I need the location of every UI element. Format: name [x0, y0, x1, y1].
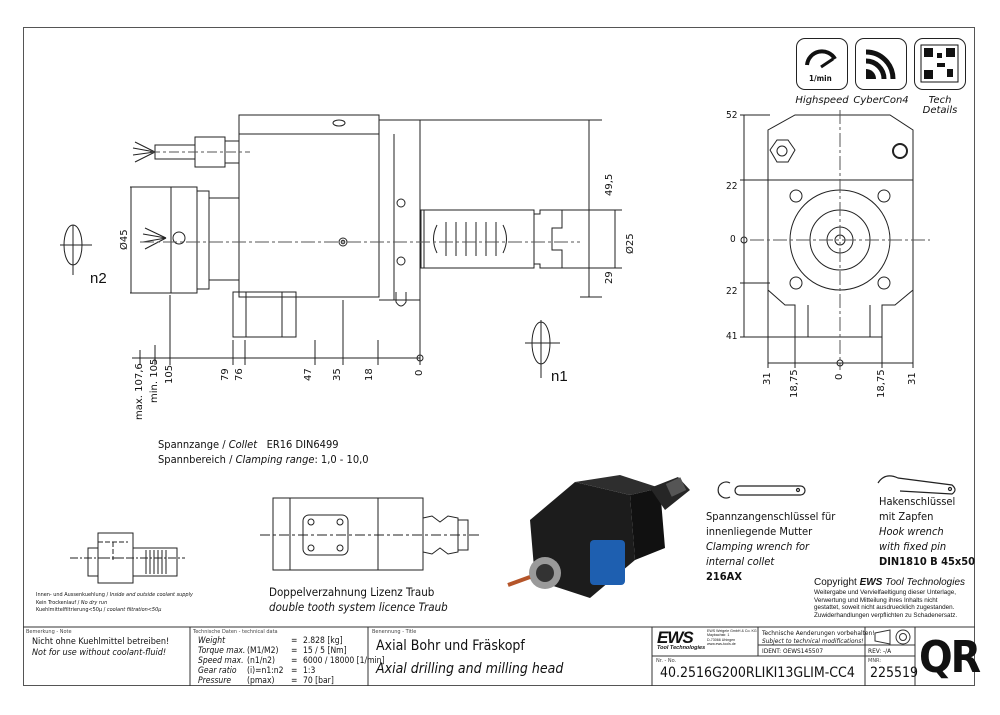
- hook-wrench: [877, 475, 956, 495]
- gear-teeth: [433, 222, 507, 256]
- note-label: Bemerkung - Note: [26, 629, 72, 635]
- front-view: [740, 110, 930, 370]
- speedometer-icon: [805, 49, 837, 69]
- axial-dim-47: 47: [303, 368, 314, 381]
- double-tooth-view: [260, 497, 480, 571]
- part-number: 40.2516G200RLIKI13GLIM-CC4: [660, 665, 855, 681]
- tech-row: Pressure(pmax)=70 [bar]: [198, 676, 334, 686]
- coolant-note: Innen- und Aussenkuehlung / Inside and o…: [36, 592, 193, 598]
- ident-value: IDENT: OEWS145507: [762, 647, 824, 655]
- dim-diameter-25: Ø25: [625, 233, 636, 254]
- qr-label: QR: [919, 632, 981, 683]
- clamping-wrench: [717, 481, 731, 499]
- axial-extension-lines: [139, 295, 421, 365]
- coolant-note: Kuehlmittelfiltrierung<50µ / coolant fil…: [36, 607, 162, 613]
- axial-dim-min: min. 105: [149, 358, 160, 403]
- coolant-notes: Innen- und Aussenkuehlung / Inside and o…: [36, 592, 193, 615]
- axial-dim-105: 105: [164, 364, 175, 384]
- mnr-label: MNR:: [868, 658, 882, 664]
- front-dim-0-h: 0: [834, 373, 845, 380]
- drawing-frame: [23, 27, 975, 686]
- tech-row: Weight=2.828 [kg]: [198, 636, 343, 646]
- tech-row: Gear ratio(i)=n1:n2=1:3: [198, 666, 316, 676]
- double-tooth-de: Doppelverzahnung Lizenz Traub: [269, 585, 435, 599]
- dim-diameter-45: Ø45: [119, 229, 130, 250]
- shank: [420, 209, 535, 269]
- collet-nut: [170, 186, 198, 294]
- rev-value: REV: -/A: [868, 647, 892, 655]
- title-de: Axial Bohr und Fräskopf: [376, 638, 525, 654]
- changes-de: Technische Aenderungen vorbehalten!: [762, 629, 875, 637]
- front-dim-22-bottom: 22: [726, 286, 738, 297]
- title-block-grid: [23, 626, 975, 686]
- company-sub: Tool Technologies: [657, 645, 706, 651]
- coolant-spray-front: [142, 227, 167, 250]
- changes-en: Subject to technical modifications!: [762, 637, 864, 645]
- details-label: Details: [922, 105, 958, 116]
- side-view: [60, 114, 622, 378]
- clamping-range-line: Spannbereich / Clamping range: 1,0 - 10,…: [158, 453, 369, 466]
- dim-29: 29: [604, 271, 615, 284]
- company-logo: EWS: [657, 628, 694, 647]
- axial-dim-max: max. 107,6: [134, 363, 145, 420]
- hook-wrench-part: DIN1810 B 45x50: [879, 555, 976, 568]
- title-en: Axial drilling and milling head: [376, 661, 564, 677]
- collet-line: Spannzange / Collet ER16 DIN6499: [158, 438, 339, 451]
- cybercon-badge[interactable]: [855, 38, 907, 90]
- part-number-label: Nr. - No.: [656, 658, 677, 664]
- double-tooth-en: double tooth system licence Traub: [269, 600, 448, 614]
- axial-dim-0: 0: [414, 369, 425, 376]
- tech-label: Tech: [928, 95, 952, 106]
- front-dim-31-right: 31: [907, 372, 918, 385]
- tech-data-label: Technische Daten - technical data: [193, 629, 278, 635]
- front-dim-31-left: 31: [762, 372, 773, 385]
- mnr-value: 225519: [870, 665, 919, 681]
- tech-row: Speed max.(n1/n2)=6000 / 18000 [1/min]: [198, 656, 385, 666]
- front-dim-41: 41: [726, 331, 738, 342]
- coolant-schematic: [70, 532, 185, 584]
- rotation-n1-label: n1: [551, 368, 568, 385]
- tech-details-badge[interactable]: [914, 38, 966, 90]
- tech-data-table: Weight=2.828 [kg] Torque max.(M1/M2)=15 …: [198, 636, 384, 686]
- axial-dim-35: 35: [332, 368, 343, 381]
- qr-code-icon: [920, 44, 959, 83]
- axial-dim-79: 79: [220, 368, 231, 381]
- wrench-icons: [717, 475, 956, 499]
- housing-body: [238, 114, 380, 298]
- rotation-n2-label: n2: [90, 270, 107, 287]
- note-de: Nicht ohne Kuehlmittel betreiben!: [32, 637, 170, 647]
- cybercon-plate: [590, 540, 625, 585]
- dim-49-5: 49,5: [604, 173, 615, 196]
- highspeed-badge[interactable]: 1/min: [796, 38, 848, 90]
- axial-dim-76: 76: [234, 368, 245, 381]
- front-dim-0: 0: [730, 234, 736, 245]
- copyright-title: Copyright EWS Tool Technologies: [814, 577, 966, 588]
- coolant-note: Kein Trockenlauf / No dry run: [36, 599, 108, 606]
- axial-dim-18: 18: [364, 368, 375, 381]
- front-dim-22-top: 22: [726, 181, 738, 192]
- cybercon-label: CyberCon4: [853, 95, 909, 106]
- title-label: Benennung - Title: [372, 629, 417, 635]
- note-en: Not for use without coolant-fluid!: [32, 648, 167, 658]
- front-dim-18-75-right: 18,75: [876, 369, 887, 398]
- tech-row: Torque max.(M1/M2)=15 / 5 [Nm]: [198, 646, 347, 656]
- wireless-signal-icon: [865, 49, 896, 80]
- highspeed-label: Highspeed: [795, 95, 849, 106]
- clamping-wrench-text: Spannzangenschlüssel für innenliegende M…: [706, 510, 836, 583]
- front-dim-52: 52: [726, 110, 738, 121]
- product-3d-render: [507, 475, 690, 598]
- front-dim-18-75-left: 18,75: [789, 369, 800, 398]
- copyright-text: Weitergabe und Vervielfaeltigung dieser …: [814, 589, 958, 619]
- clamping-wrench-part: 216AX: [706, 570, 742, 583]
- speed-unit-label: 1/min: [809, 74, 832, 83]
- hook-wrench-text: Hakenschlüssel mit Zapfen Hook wrench wi…: [879, 495, 976, 568]
